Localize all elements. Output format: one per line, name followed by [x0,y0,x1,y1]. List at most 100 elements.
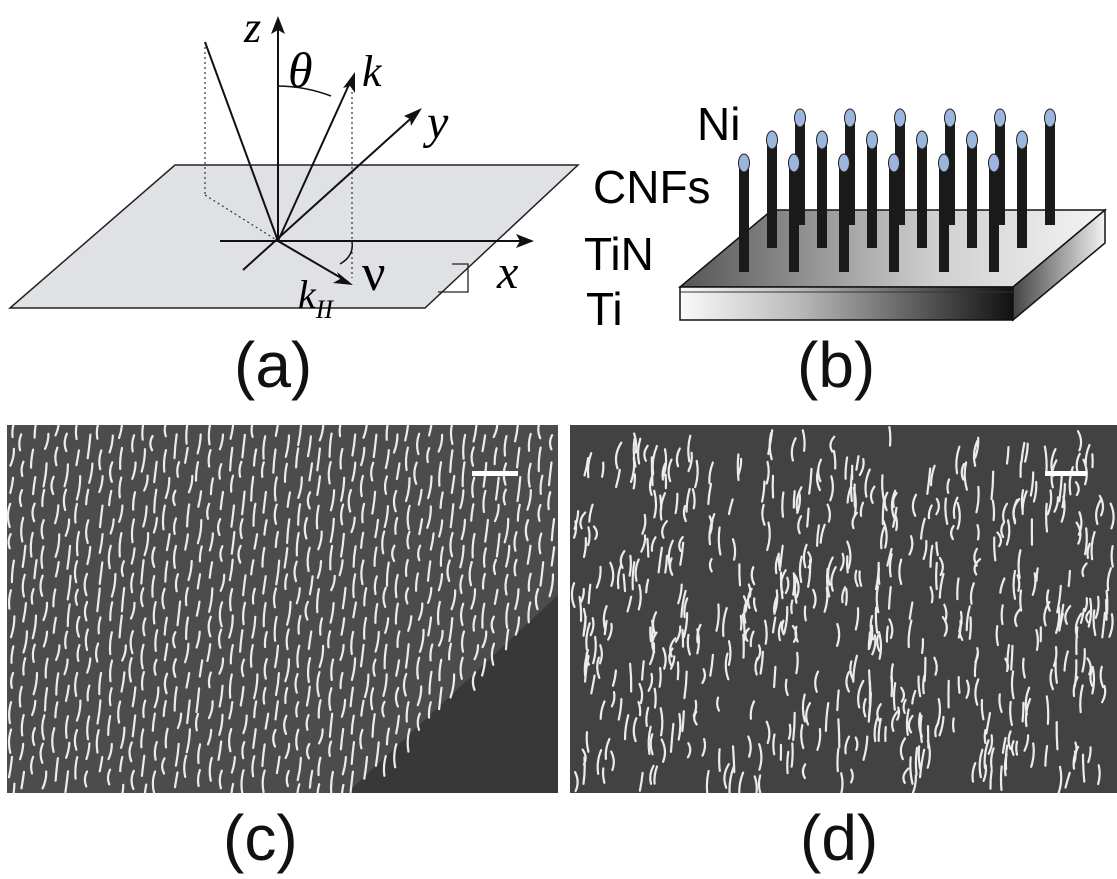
nanofiber [50,475,55,496]
nanofiber [283,714,288,735]
nanofiber [306,657,312,683]
nanofiber [598,644,603,665]
nanofiber [516,446,521,469]
ni-catalyst-tip [766,130,778,150]
nanofiber [1021,701,1025,723]
nanofiber [40,519,45,540]
nanofiber [877,631,883,660]
nanofiber [1009,700,1013,726]
nanofiber [708,557,713,573]
nanofiber [349,770,354,793]
nanofiber [514,425,519,443]
nanofiber [317,728,324,745]
panel-a-label: (a) [234,329,313,401]
nanofiber [911,493,918,517]
nanofiber [31,614,38,640]
nanofiber [10,671,15,689]
nanofiber [747,583,752,598]
nanofiber [349,686,354,708]
nanofiber [957,676,961,694]
nanofiber [39,742,44,764]
nanofiber [934,721,940,738]
nanofiber [615,468,621,488]
nanofiber [351,433,357,457]
nanofiber [881,474,886,502]
nanofiber [968,616,972,640]
nanofiber [1087,746,1092,764]
nanofiber [1063,650,1069,672]
nanofiber [64,770,70,793]
k-parallel-vector [277,240,349,283]
nanofiber [363,587,368,607]
nanofiber [902,698,907,714]
nanofiber [305,685,311,707]
nanofiber [738,563,742,587]
nanofiber [902,767,910,784]
cnf-fiber [939,163,949,272]
nanofiber [85,488,90,506]
nanofiber [781,491,785,518]
nanofiber [826,503,831,523]
nanofiber [385,561,390,587]
nanofiber [938,556,944,576]
nanofiber [218,433,225,451]
nanofiber [273,503,278,525]
nanofiber [284,658,291,683]
nanofiber [185,425,189,445]
nanofiber [675,447,681,468]
nanofiber [651,444,658,475]
nanofiber [20,770,26,790]
nanofiber [1058,603,1065,626]
nanofiber [75,530,80,557]
nanofiber [174,573,179,593]
nanofiber [351,461,357,482]
nanofiber [1095,497,1103,525]
nanofiber [965,605,971,632]
nanofiber [370,461,375,482]
nanofiber [44,657,49,679]
nanofiber [385,425,389,441]
nanofiber [218,713,224,736]
nanofiber [513,531,518,552]
nanofiber [679,541,685,566]
nanofiber [888,553,893,578]
nanofiber [677,712,682,741]
nanofiber [74,425,78,441]
nanofiber [340,503,345,526]
nanofiber [176,712,183,730]
nanofiber [632,717,638,743]
nanofiber [879,526,886,550]
nanofiber [960,462,966,481]
nanofiber [33,425,37,439]
nanofiber [914,746,919,776]
nanofiber [812,588,817,609]
nanofiber [829,435,836,453]
nanofiber [153,488,158,514]
nanofiber [140,643,145,670]
nanofiber [228,558,234,582]
cnf-fiber [795,118,805,225]
panel-b-schematic: Ni CNFs TiN Ti [584,98,1108,335]
nanofiber [674,492,679,515]
nanofiber [110,572,117,598]
ni-catalyst-tip [844,108,856,128]
nanofiber [661,462,667,481]
nanofiber [327,630,332,649]
nanofiber [1012,569,1017,600]
nanofiber [350,657,357,681]
ni-catalyst-tip [738,153,750,173]
nanofiber [374,741,380,767]
nanofiber [263,658,268,680]
nanofiber [384,449,390,470]
nanofiber [753,775,758,793]
nanofiber [32,671,39,696]
nanofiber [691,488,696,510]
nanofiber [62,488,68,512]
nanofiber [197,490,203,508]
nanofiber [978,748,984,779]
nanofiber [54,561,60,578]
nanofiber [669,722,675,753]
nanofiber [43,432,50,450]
nanofiber [972,440,979,467]
nanofiber [836,689,840,712]
